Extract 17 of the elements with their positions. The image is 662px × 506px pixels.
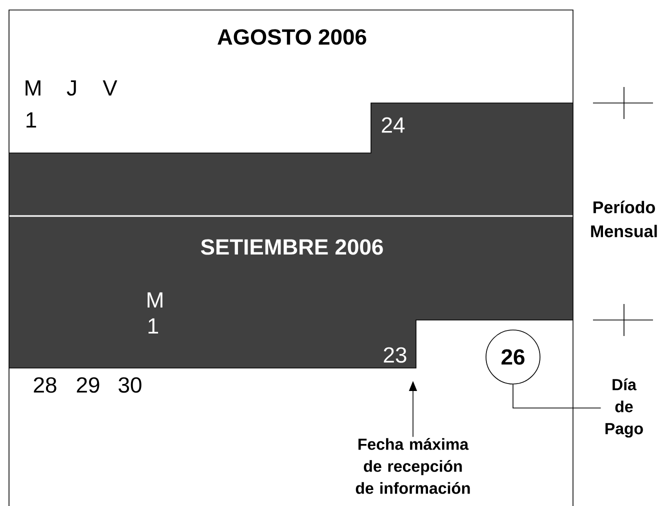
day-number: 1 bbox=[148, 318, 158, 334]
day-number: 1 bbox=[26, 112, 36, 128]
weekday-letter: J bbox=[66, 80, 76, 96]
callout-text: Fecha máxima de recepción de información bbox=[356, 438, 470, 494]
leader-line bbox=[512, 384, 602, 408]
day-number: 30 bbox=[118, 377, 142, 393]
day-number: 24 bbox=[382, 117, 405, 133]
month-heading: AGOSTO 2006 bbox=[218, 29, 366, 45]
day-number: 29 bbox=[76, 377, 100, 393]
day-number: 28 bbox=[34, 377, 56, 393]
period-label: Período Mensual bbox=[591, 200, 657, 238]
weekday-letter: M bbox=[148, 292, 162, 308]
callout-text: Día de Pago bbox=[606, 378, 643, 438]
weekday-letter: M bbox=[26, 80, 40, 96]
weekday-letter: V bbox=[102, 80, 118, 96]
day-number: 23 bbox=[384, 347, 406, 363]
month-heading: SETIEMBRE 2006 bbox=[200, 239, 383, 255]
